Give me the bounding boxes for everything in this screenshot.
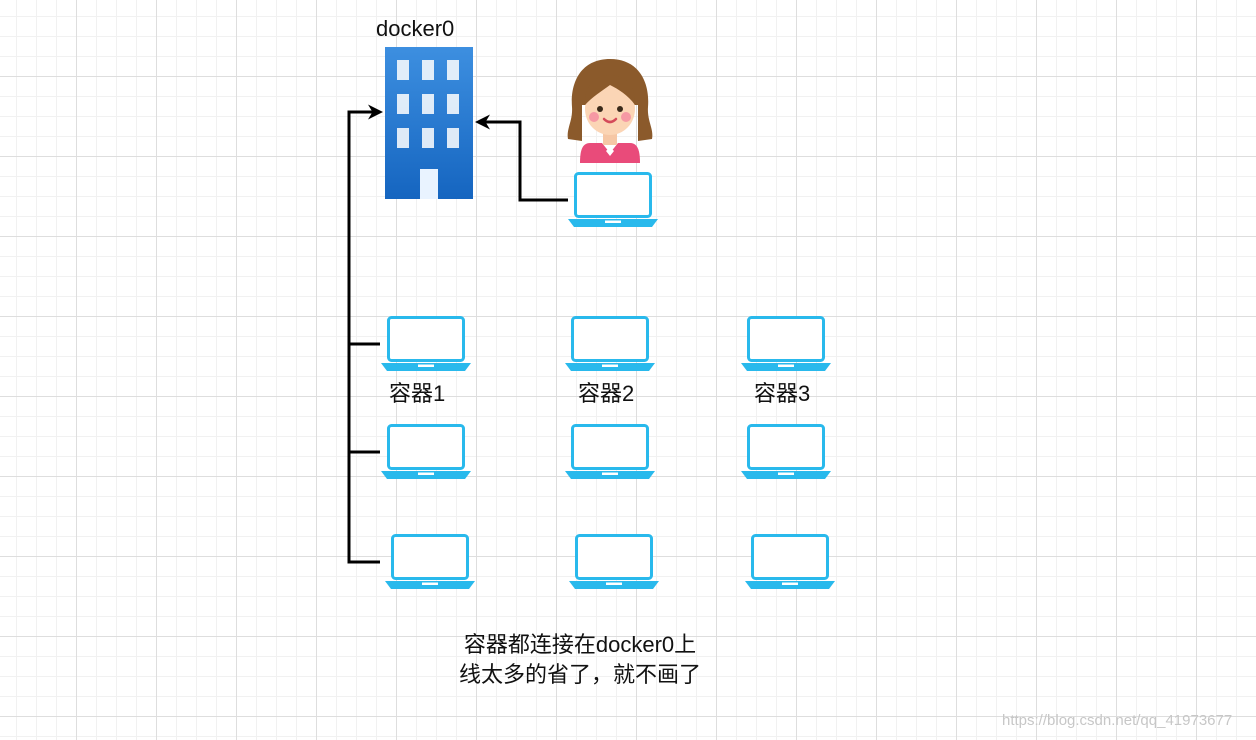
watermark: https://blog.csdn.net/qq_41973677 — [1002, 712, 1233, 729]
trunk-line — [347, 104, 383, 564]
container-2-laptop-icon — [565, 316, 655, 371]
laptop-icon — [745, 534, 835, 589]
container-1-laptop-icon — [381, 316, 471, 371]
host-line — [475, 114, 568, 202]
bridge-label: docker0 — [376, 16, 455, 41]
laptop-icon — [565, 424, 655, 479]
host-laptop-icon — [568, 172, 658, 227]
laptop-icon — [385, 534, 475, 589]
laptop-icon — [381, 424, 471, 479]
note-line-1: 容器都连接在docker0上 — [463, 632, 697, 657]
diagram-note: 容器都连接在docker0上 线太多的省了，就不画了 — [370, 630, 790, 690]
note-line-2: 线太多的省了，就不画了 — [458, 662, 701, 687]
container-3-laptop-icon — [741, 316, 831, 371]
container-1-label: 容器1 — [389, 381, 446, 406]
laptop-icon — [569, 534, 659, 589]
container-2-label: 容器2 — [578, 381, 635, 406]
laptop-icon — [741, 424, 831, 479]
user-avatar-icon — [567, 59, 653, 163]
container-3-label: 容器3 — [754, 381, 811, 406]
building-icon — [385, 47, 473, 199]
